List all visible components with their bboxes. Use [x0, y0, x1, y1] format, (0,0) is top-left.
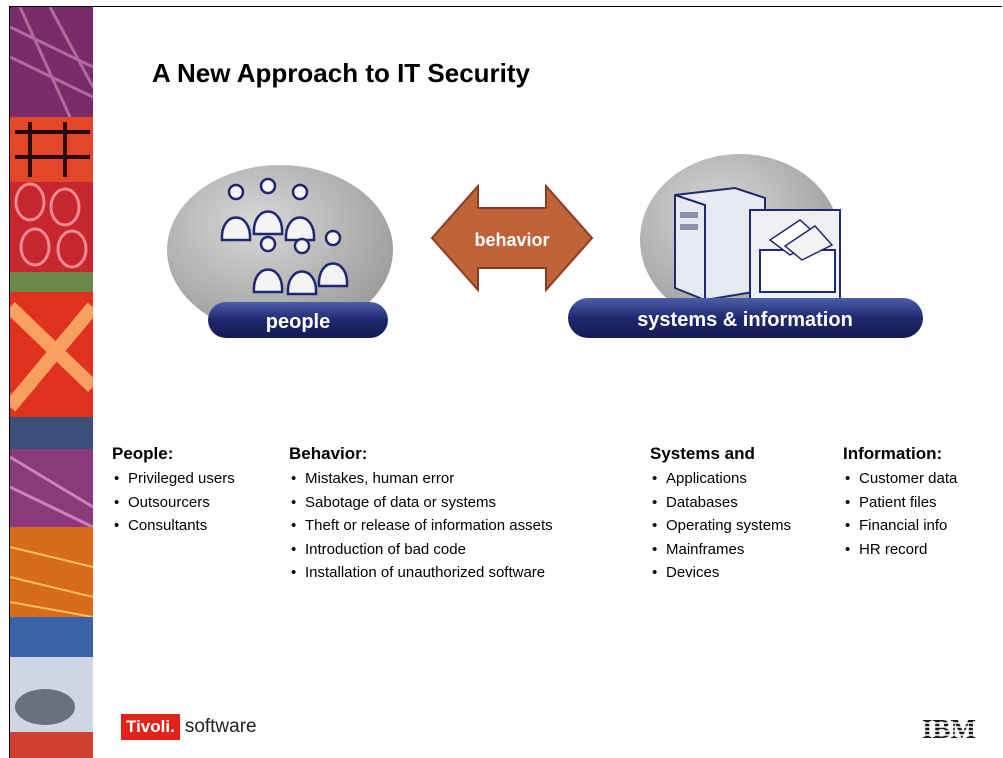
systems-graphic: systems & information: [568, 154, 923, 338]
people-heading: People:: [112, 444, 174, 463]
information-list: Customer data Patient files Financial in…: [843, 467, 957, 561]
systems-heading: Systems and: [650, 444, 755, 463]
slide-title: A New Approach to IT Security: [152, 58, 531, 88]
decorative-photo-strip: [10, 7, 93, 758]
behavior-heading: Behavior:: [289, 444, 368, 463]
systems-column: Systems and Applications Databases Opera…: [650, 443, 791, 585]
list-item: Installation of unauthorized software: [289, 561, 553, 585]
people-label: people: [266, 311, 330, 333]
slide-frame: [9, 6, 1002, 758]
list-item: Mainframes: [650, 538, 791, 562]
behavior-list: Mistakes, human error Sabotage of data o…: [289, 467, 553, 585]
list-item: Theft or release of information assets: [289, 514, 553, 538]
ibm-logo: IBM: [912, 714, 987, 749]
ibm-logo-text: IBM: [922, 714, 976, 744]
list-item: Mistakes, human error: [289, 467, 553, 491]
list-item: Privileged users: [112, 467, 235, 491]
list-item: Consultants: [112, 514, 235, 538]
list-item: Introduction of bad code: [289, 538, 553, 562]
people-column: People: Privileged users Outsourcers Con…: [112, 443, 235, 538]
systems-pill: [568, 298, 923, 338]
systems-list: Applications Databases Operating systems…: [650, 467, 791, 585]
list-item: Financial info: [843, 514, 957, 538]
list-item: Databases: [650, 491, 791, 515]
list-item: Operating systems: [650, 514, 791, 538]
people-pill: [208, 302, 388, 338]
security-diagram: people behavior systems & information: [160, 150, 940, 350]
file-cabinet-icon: [749, 209, 841, 301]
list-item: Outsourcers: [112, 491, 235, 515]
information-column: Information: Customer data Patient files…: [843, 443, 957, 561]
behavior-arrow: behavior: [430, 183, 594, 293]
list-item: Sabotage of data or systems: [289, 491, 553, 515]
tivoli-software-logo: Tivoli. software: [121, 714, 257, 740]
people-list: Privileged users Outsourcers Consultants: [112, 467, 235, 538]
systems-label: systems & information: [637, 309, 853, 331]
list-item: Applications: [650, 467, 791, 491]
tivoli-suffix: software: [184, 716, 257, 737]
behavior-column: Behavior: Mistakes, human error Sabotage…: [289, 443, 553, 585]
list-item: HR record: [843, 538, 957, 562]
people-graphic: people: [167, 165, 393, 338]
list-item: Devices: [650, 561, 791, 585]
information-heading: Information:: [843, 444, 943, 463]
list-item: Customer data: [843, 467, 957, 491]
tivoli-brand: Tivoli.: [121, 714, 180, 740]
list-item: Patient files: [843, 491, 957, 515]
behavior-label: behavior: [474, 230, 549, 250]
